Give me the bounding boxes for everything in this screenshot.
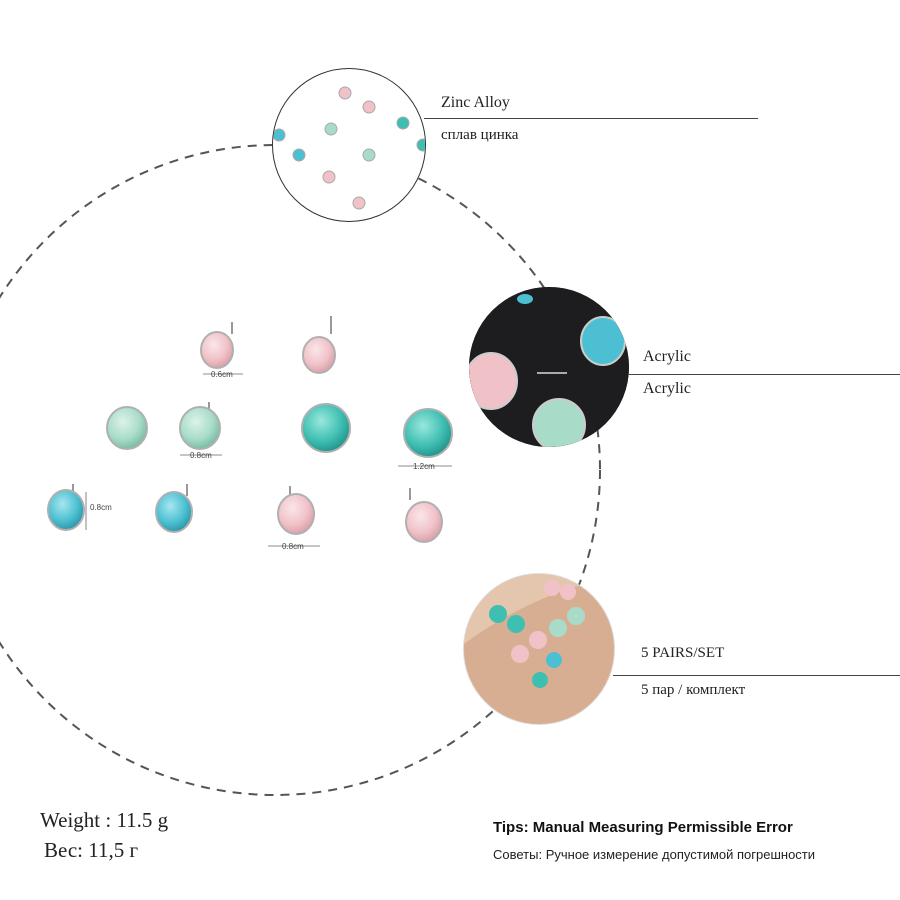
set-label-en: 5 PAIRS/SET (641, 645, 725, 661)
material-label-en: Zinc Alloy (441, 94, 510, 111)
acrylic-earrings-image (469, 287, 629, 447)
dimension-label-pink-small: 0.6cm (211, 370, 233, 379)
stone-label-ru: Acrylic (643, 380, 691, 397)
earring-teal-1 (301, 403, 351, 453)
tips-title: Tips: Manual Measuring Permissible Error (493, 819, 793, 836)
weight-ru: Вес: 11,5 г (44, 838, 139, 862)
dimension-label-pink-medium: 0.8cm (282, 542, 304, 551)
earring-mint-1 (106, 406, 148, 450)
zinc-alloy-earrings-image (273, 86, 425, 210)
acrylic-callout-line (629, 374, 900, 375)
zinc-alloy-callout-line (424, 118, 758, 119)
stone-label-en: Acrylic (643, 348, 691, 365)
earring-pink-3 (277, 486, 315, 535)
earring-mint-2 (179, 402, 221, 450)
set-on-hand-circle (463, 573, 615, 725)
earring-sky-2 (155, 484, 193, 533)
earring-pink-4 (405, 488, 443, 543)
earring-sky-1 (47, 484, 85, 531)
dimension-label-teal-large: 1.2cm (413, 462, 435, 471)
set-label-ru: 5 пар / комплект (641, 682, 746, 698)
set-callout-line (613, 675, 900, 676)
dimension-label-blue-small: 0.8cm (90, 503, 112, 512)
earring-pink-1 (200, 322, 234, 369)
earring-pink-2 (302, 316, 336, 374)
set-on-hand-image (464, 574, 614, 724)
material-label-ru: сплав цинка (441, 127, 519, 143)
weight-en: Weight : 11.5 g (40, 808, 169, 832)
acrylic-detail-circle (469, 287, 629, 447)
earring-teal-2 (403, 408, 453, 458)
zinc-alloy-detail-circle (272, 68, 426, 222)
dimension-label-mint-small: 0.8cm (190, 451, 212, 460)
tips-subtitle: Советы: Ручное измерение допустимой погр… (493, 847, 816, 862)
